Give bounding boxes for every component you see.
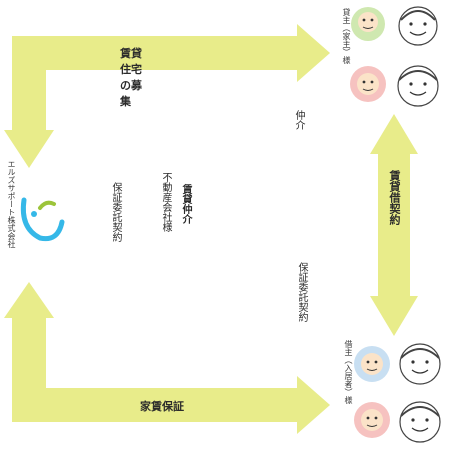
right-arrow-label: 賃貸借契約 xyxy=(386,170,402,225)
owner-person-1-icon xyxy=(351,7,385,41)
tenant-person-4-icon xyxy=(400,402,440,442)
owner-label: 貸主（家主）様 xyxy=(341,8,352,64)
tenant-label: 借主（入居者）様 xyxy=(343,340,354,404)
right-arrow xyxy=(370,114,418,336)
agent-line-1: 賃貸仲介 xyxy=(178,184,193,224)
guarantee-contract-label: 保証委託契約 xyxy=(294,262,309,322)
tenant-person-1-icon xyxy=(354,346,390,382)
owner-person-4-icon xyxy=(398,66,438,106)
agent-line-2: 不動産会社様 xyxy=(158,172,173,232)
top-arrow-label: 賃貸住宅の募集 xyxy=(120,45,148,81)
tenant-person-2-icon xyxy=(400,344,440,384)
ls-logo-icon xyxy=(23,200,62,239)
company-label: エルズサポート株式会社 xyxy=(6,160,17,248)
tenant-person-3-icon xyxy=(354,402,390,438)
mediation-label: 仲介 xyxy=(291,110,306,130)
bottom-arrow-label: 家賃保証 xyxy=(140,398,184,414)
agent-line-3: 保証委託契約 xyxy=(108,182,123,242)
top-arrow xyxy=(4,24,330,168)
owner-person-3-icon xyxy=(350,66,386,102)
owner-person-2-icon xyxy=(399,7,437,45)
